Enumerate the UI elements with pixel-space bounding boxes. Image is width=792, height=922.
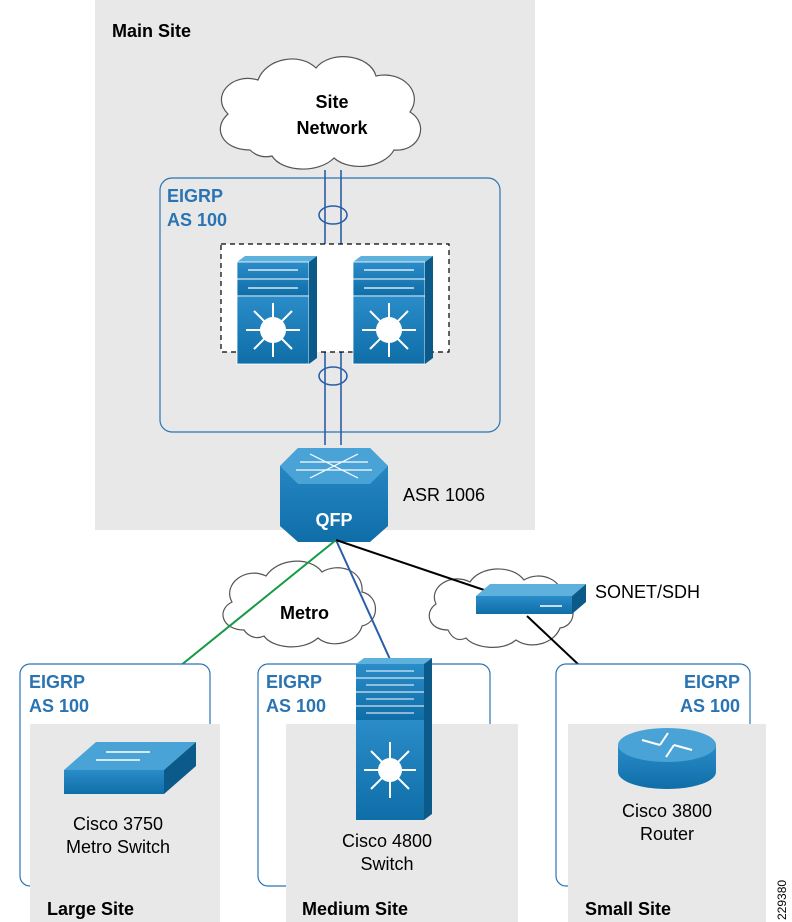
cisco-4800-switch-icon — [356, 658, 432, 820]
large-eigrp-label: EIGRP — [29, 672, 85, 692]
asr-1006-router-icon — [280, 448, 388, 542]
medium-device-label-2: Switch — [360, 854, 413, 874]
medium-site-title: Medium Site — [302, 899, 408, 919]
figure-id: 229380 — [775, 880, 789, 920]
medium-device-label-1: Cisco 4800 — [342, 831, 432, 851]
large-site-title: Large Site — [47, 899, 134, 919]
asr-1006-label: ASR 1006 — [403, 485, 485, 505]
small-device-label-2: Router — [640, 824, 694, 844]
core-switch-right-icon — [352, 256, 433, 365]
main-eigrp-as-label: AS 100 — [167, 210, 227, 230]
sonet-link-upper — [335, 539, 497, 595]
medium-eigrp-label: EIGRP — [266, 672, 322, 692]
medium-eigrp-as-label: AS 100 — [266, 696, 326, 716]
metro-cloud — [222, 560, 377, 648]
etherchannel-uplink — [318, 170, 348, 445]
qfp-badge: QFP — [315, 510, 352, 530]
small-eigrp-as-label: AS 100 — [680, 696, 740, 716]
small-eigrp-label: EIGRP — [684, 672, 740, 692]
site-network-label-2: Network — [296, 118, 368, 138]
main-site-title: Main Site — [112, 21, 191, 41]
large-device-label-2: Metro Switch — [66, 837, 170, 857]
metro-switch-icon — [64, 742, 196, 794]
site-network-cloud: Site Network — [219, 56, 422, 170]
core-switch-left-icon — [236, 256, 317, 365]
sonet-sdh-label: SONET/SDH — [595, 582, 700, 602]
main-eigrp-label: EIGRP — [167, 186, 223, 206]
large-device-label-1: Cisco 3750 — [73, 814, 163, 834]
sonet-device-icon — [476, 584, 586, 614]
site-network-label-1: Site — [315, 92, 348, 112]
large-eigrp-as-label: AS 100 — [29, 696, 89, 716]
metro-label: Metro — [280, 603, 329, 623]
cisco-3800-router-icon — [618, 728, 716, 789]
small-site-title: Small Site — [585, 899, 671, 919]
small-device-label-1: Cisco 3800 — [622, 801, 712, 821]
